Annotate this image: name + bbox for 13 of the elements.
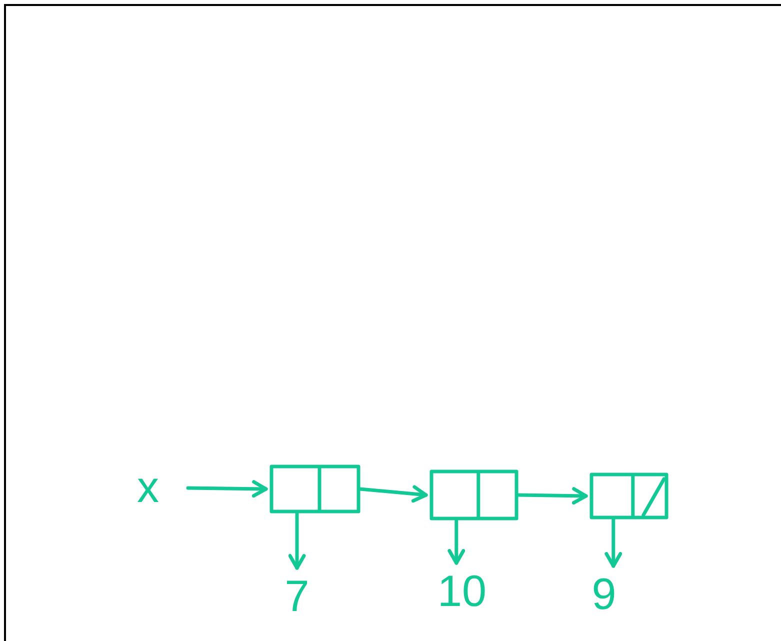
list-node-box [590, 473, 668, 519]
list-node-box [270, 465, 360, 513]
value-label: 10 [437, 565, 487, 619]
arrow [186, 480, 268, 498]
arrow [516, 487, 588, 505]
arrow [604, 517, 622, 568]
arrow [358, 485, 428, 503]
list-node-box [430, 470, 518, 520]
arrow [288, 511, 306, 570]
value-label: 9 [586, 568, 622, 622]
value-label: 7 [279, 570, 315, 624]
arrow [448, 518, 466, 565]
value-label: x [128, 462, 168, 514]
